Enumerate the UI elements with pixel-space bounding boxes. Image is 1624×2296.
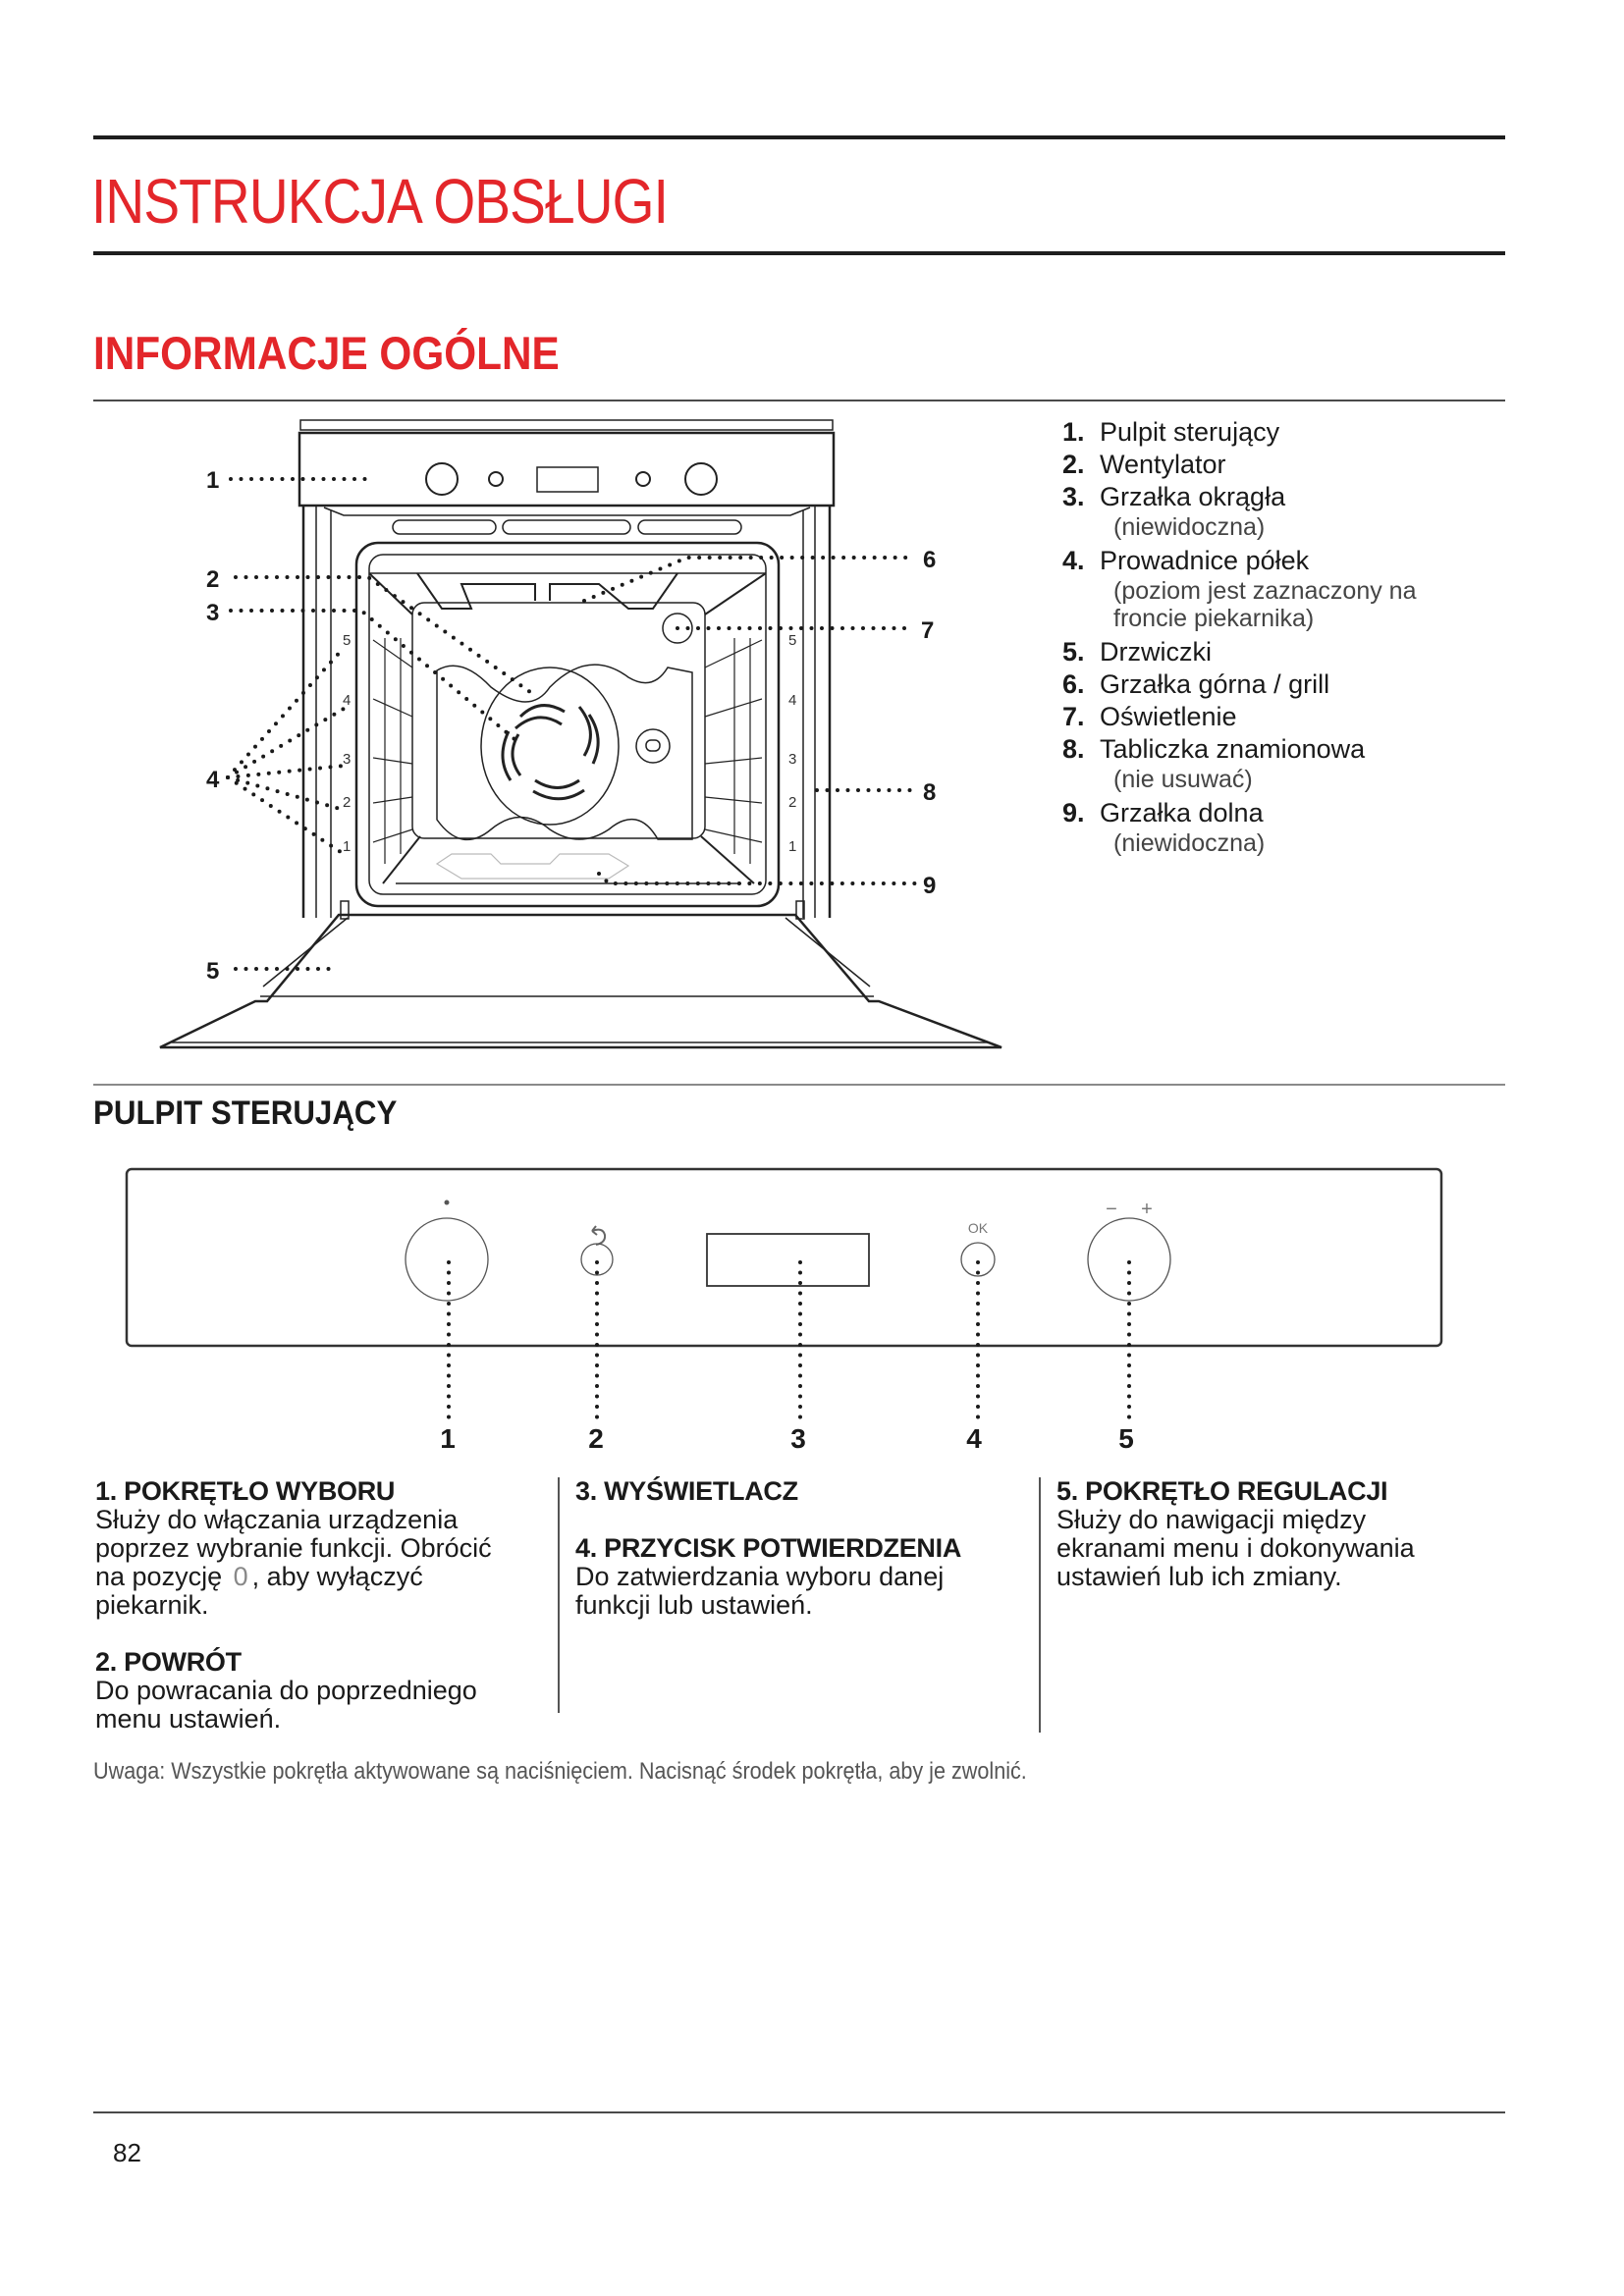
panel-callout-1: 1	[440, 1423, 456, 1454]
usage-note: Uwaga: Wszystkie pokrętła aktywowane są …	[93, 1758, 1027, 1785]
panel-callout-3: 3	[790, 1423, 806, 1454]
shelf-level-5-right: 5	[788, 632, 796, 649]
legend-item: 9.Grzałka dolna(niewidoczna)	[1062, 798, 1266, 857]
display-heading: 3. WYŚWIETLACZ	[575, 1476, 798, 1506]
section-rule	[93, 400, 1505, 401]
control-panel-diagram: OK − + 1 2 3 4 5	[125, 1167, 1443, 1454]
title-rule	[93, 251, 1505, 255]
panel-section-rule	[93, 1084, 1505, 1086]
back-arrow-icon	[591, 1225, 607, 1246]
description-column-3: 5. POKRĘTŁO REGULACJI Służy do nawigacji…	[1056, 1477, 1508, 1591]
selector-knob-heading: 1. POKRĘTŁO WYBORU	[95, 1476, 396, 1506]
oven-adjust-knob	[684, 462, 718, 496]
legend-item: 3.Grzałka okrągła(niewidoczna)	[1062, 482, 1286, 541]
shelf-level-4-left: 4	[343, 692, 351, 709]
callout-5: 5	[206, 958, 219, 985]
shelf-level-1-right: 1	[788, 838, 796, 855]
fan-cover	[436, 664, 693, 841]
selector-knob	[405, 1217, 489, 1302]
selector-knob-dot-icon	[444, 1200, 450, 1205]
fan	[480, 667, 620, 826]
adjust-knob-heading: 5. POKRĘTŁO REGULACJI	[1056, 1476, 1388, 1506]
legend-item: 2.Wentylator	[1062, 450, 1226, 479]
callout-6: 6	[923, 547, 936, 573]
shelf-level-3-right: 3	[788, 751, 796, 768]
confirm-button-heading: 4. PRZYCISK POTWIERDZENIA	[575, 1533, 962, 1563]
legend-item: 5.Drzwiczki	[1062, 637, 1212, 667]
callout-1: 1	[206, 467, 219, 494]
legend-item: 1.Pulpit sterujący	[1062, 417, 1280, 447]
page-number: 82	[113, 2138, 141, 2167]
ok-button	[960, 1242, 996, 1277]
component-legend: 1.Pulpit sterujący 2.Wentylator 3.Grzałk…	[1062, 416, 1514, 857]
legend-item: 4.Prowadnice półek(poziom jest zaznaczon…	[1062, 546, 1417, 632]
oven-lamp	[662, 613, 693, 644]
oven-back-button	[488, 471, 504, 487]
column-divider	[558, 1477, 560, 1713]
callout-9: 9	[923, 873, 936, 899]
shelf-level-3-left: 3	[343, 751, 351, 768]
panel-callout-2: 2	[588, 1423, 604, 1454]
legend-item: 7.Oświetlenie	[1062, 702, 1237, 731]
oven-ok-button	[635, 471, 651, 487]
top-rule	[93, 135, 1505, 139]
callout-4: 4	[206, 767, 220, 793]
shelf-level-2-left: 2	[343, 794, 351, 811]
column-divider	[1039, 1477, 1041, 1733]
oven-control-panel	[298, 431, 836, 507]
plus-icon: +	[1141, 1199, 1153, 1220]
back-button	[580, 1243, 614, 1276]
oven-top-rail	[299, 419, 834, 431]
panel-callout-5: 5	[1118, 1423, 1134, 1454]
document-title: INSTRUKCJA OBSŁUGI	[91, 166, 669, 237]
description-column-1: 1. POKRĘTŁO WYBORU Służy do włączania ur…	[95, 1477, 547, 1734]
shelf-levels-left: 5 4 3 2 1	[343, 632, 351, 855]
callout-7: 7	[921, 617, 934, 644]
shelf-level-2-right: 2	[788, 794, 796, 811]
callout-3: 3	[206, 600, 219, 626]
legend-item: 6.Grzałka górna / grill	[1062, 669, 1330, 699]
control-panel-outline	[125, 1167, 1443, 1348]
description-column-2: 3. WYŚWIETLACZ 4. PRZYCISK POTWIERDZENIA…	[575, 1477, 1027, 1620]
adjust-knob	[1087, 1217, 1171, 1302]
legend-item: 8.Tabliczka znamionowa(nie usuwać)	[1062, 734, 1366, 793]
shelf-level-1-left: 1	[343, 838, 351, 855]
display	[706, 1233, 870, 1287]
oven-display	[536, 466, 599, 493]
oven-selector-knob	[425, 462, 459, 496]
panel-callout-4: 4	[966, 1423, 982, 1454]
shelf-level-5-left: 5	[343, 632, 351, 649]
control-panel-title: PULPIT STERUJĄCY	[93, 1095, 398, 1132]
oven-cavity	[354, 541, 781, 908]
back-heading: 2. POWRÓT	[95, 1647, 242, 1677]
callout-leaders	[226, 477, 920, 971]
shelf-level-4-right: 4	[788, 692, 796, 709]
footer-rule	[93, 2111, 1505, 2113]
oven-door	[159, 913, 1002, 1049]
fan-blades	[501, 704, 600, 801]
ok-label: OK	[968, 1220, 989, 1236]
minus-icon: −	[1106, 1199, 1117, 1220]
off-position-icon: 0	[233, 1562, 248, 1591]
callout-8: 8	[923, 779, 936, 806]
grill-element	[416, 572, 678, 610]
callout-2: 2	[206, 566, 219, 593]
section-title: INFORMACJE OGÓLNE	[93, 327, 560, 379]
oven-diagram: 5 4 3 2 1 5 4 3 2 1 1 2 3 4 5 6 7 8 9	[159, 419, 1002, 1049]
shelf-levels-right: 5 4 3 2 1	[788, 632, 796, 855]
